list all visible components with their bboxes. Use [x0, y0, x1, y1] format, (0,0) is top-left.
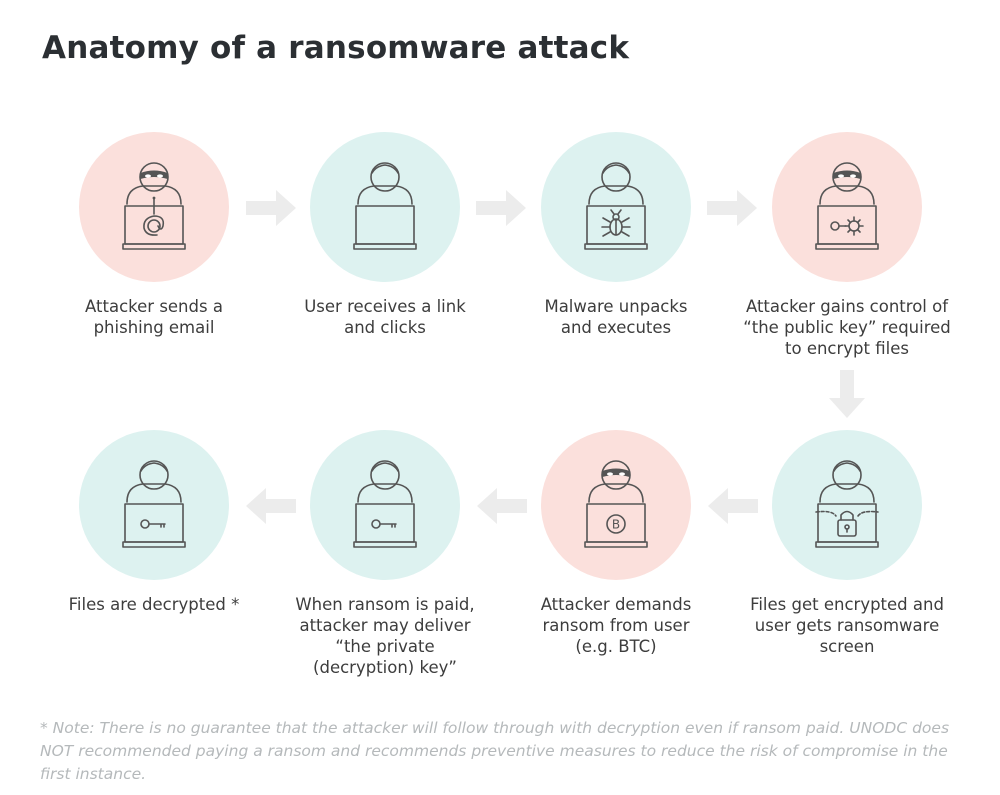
step-1-caption: Attacker sends a phishing email [85, 297, 223, 337]
key-virus-icon [830, 216, 864, 236]
step-7-illustration [353, 460, 417, 548]
step-1-attacker-circle [79, 132, 229, 282]
step-5-illustration [815, 460, 879, 548]
key-icon [371, 519, 397, 529]
bug-icon [601, 209, 631, 237]
key-icon [140, 519, 166, 529]
arrow-left-1 [708, 488, 758, 524]
step-6-illustration: B [584, 460, 648, 548]
arrow-down [829, 370, 865, 418]
step-1-illustration [122, 162, 186, 250]
padlock-chain-icon [815, 510, 879, 537]
page-title: Anatomy of a ransomware attack [42, 30, 630, 66]
step-2-caption: User receives a link and clicks [304, 297, 466, 337]
footnote: * Note: There is no guarantee that the a… [40, 719, 950, 783]
step-3-illustration [584, 162, 648, 250]
step-4-illustration [815, 162, 879, 250]
step-8-caption: Files are decrypted * [68, 595, 240, 614]
step-8-user-circle [79, 430, 229, 580]
step-7-caption: When ransom is paid, attacker may delive… [295, 595, 475, 677]
step-2-user-circle [310, 132, 460, 282]
arrow-left-2 [477, 488, 527, 524]
step-2-illustration [353, 162, 417, 250]
step-4-caption: Attacker gains control of “the public ke… [743, 297, 951, 358]
step-4-attacker-circle [772, 132, 922, 282]
email-at-icon [143, 196, 165, 236]
step-5-caption: Files get encrypted and user gets ransom… [750, 595, 944, 656]
step-8-illustration [122, 460, 186, 548]
step-6-attacker-circle: B [541, 430, 691, 580]
arrow-right-3 [707, 190, 757, 226]
step-3-user-circle [541, 132, 691, 282]
step-3-caption: Malware unpacks and executes [544, 297, 688, 337]
step-5-user-circle [772, 430, 922, 580]
arrow-right-2 [476, 190, 526, 226]
arrow-left-3 [246, 488, 296, 524]
bitcoin-icon: B [606, 514, 626, 534]
arrow-right-1 [246, 190, 296, 226]
step-7-user-circle [310, 430, 460, 580]
step-6-caption: Attacker demands ransom from user (e.g. … [540, 595, 692, 656]
svg-text:B: B [612, 518, 620, 532]
